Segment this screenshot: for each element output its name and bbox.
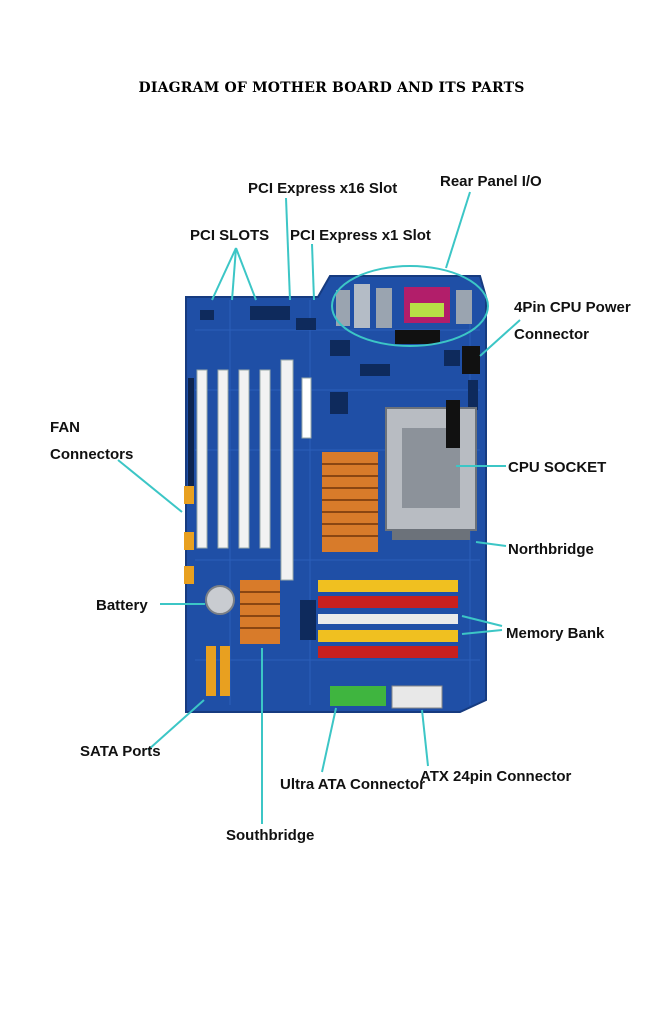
label-rear-panel-io: Rear Panel I/O [440,173,542,190]
label-fan-line2: Connectors [50,446,133,463]
cpu-socket [385,400,477,540]
ultra-ata-connector [330,686,386,706]
fan-connectors [184,486,194,584]
label-cpu-socket: CPU SOCKET [508,459,606,476]
pcie-x1-slot [301,377,312,439]
label-fan-line1: FAN [50,419,80,436]
label-sata-ports: SATA Ports [80,743,161,760]
southbridge-heatsink [240,580,280,644]
pci-slots [196,369,271,549]
memory-bank [318,580,458,658]
rear-panel-io [336,284,472,344]
label-pcie-x1: PCI Express x1 Slot [290,227,431,244]
label-memory-bank: Memory Bank [506,625,605,642]
pcie-x16-slot [280,359,294,581]
label-battery: Battery [96,597,148,614]
atx-24pin-connector [391,685,443,709]
labels: PCI Express x16 Slot Rear Panel I/O PCI … [50,173,631,844]
label-cpu-power-line1: 4Pin CPU Power [514,299,631,316]
battery [205,585,235,615]
label-southbridge: Southbridge [226,827,314,844]
page-title: DIAGRAM OF MOTHER BOARD AND ITS PARTS [138,80,525,96]
label-ultra-ata: Ultra ATA Connector [280,776,425,793]
label-cpu-power-line2: Connector [514,326,589,343]
label-northbridge: Northbridge [508,541,594,558]
northbridge-heatsink [322,452,378,552]
sata-ports [206,646,230,696]
leader-lines [117,191,521,824]
label-atx-24pin: ATX 24pin Connector [420,768,572,785]
cpu-power-connector [462,346,480,374]
label-pci-slots: PCI SLOTS [190,227,269,244]
label-pcie-x16: PCI Express x16 Slot [248,180,397,197]
